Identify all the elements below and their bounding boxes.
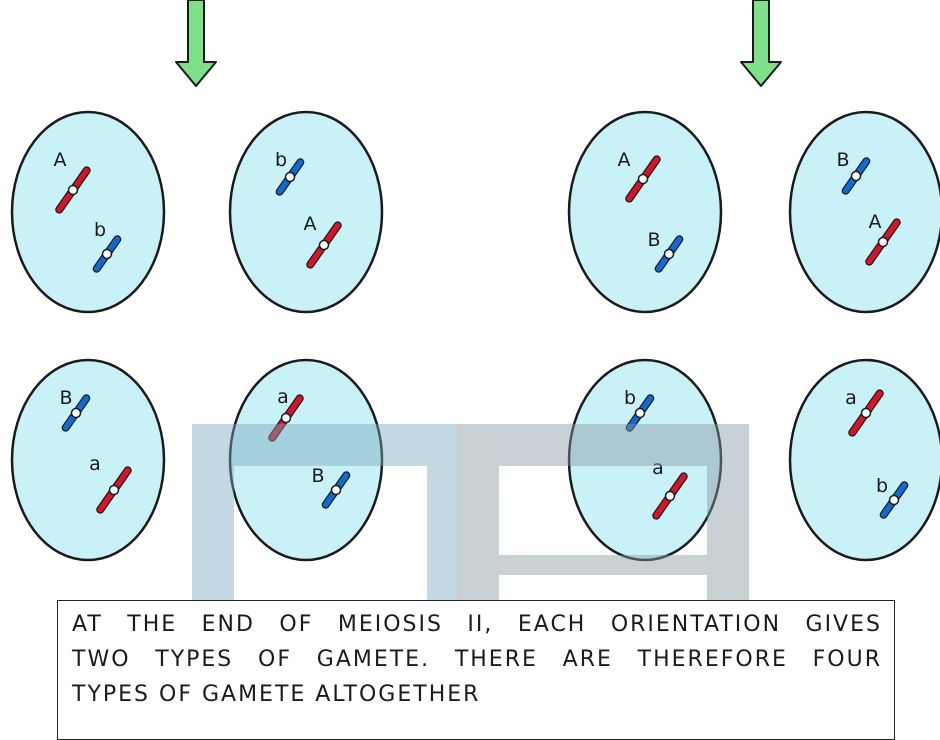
cell-right-top-2: BA xyxy=(788,110,940,314)
centromere xyxy=(318,239,330,251)
centromere xyxy=(663,248,675,260)
allele-label: A xyxy=(869,211,882,233)
allele-label: a xyxy=(845,387,857,409)
allele-label: b xyxy=(94,219,106,241)
allele-label: a xyxy=(89,453,101,475)
caption-line-3: TYPES OF GAMETE ALTOGETHER xyxy=(72,682,481,707)
caption-line-2: TWO TYPES OF GAMETE. THERE ARE THEREFORE FOUR xyxy=(72,642,882,677)
caption-word: OF xyxy=(279,612,314,637)
cell-left-top-2: bA xyxy=(228,110,384,314)
red-chromosome xyxy=(865,218,901,266)
centromere xyxy=(888,494,900,506)
red-chromosome xyxy=(96,466,132,514)
left-orientation-arrow xyxy=(175,0,217,87)
centromere xyxy=(634,407,646,419)
blue-chromosome xyxy=(275,158,305,196)
blue-chromosome xyxy=(321,471,351,509)
blue-chromosome xyxy=(625,394,655,432)
allele-label: A xyxy=(304,213,317,235)
caption-word: GAMETE. xyxy=(316,647,431,672)
cell-membrane xyxy=(228,110,384,314)
caption-word: AT xyxy=(72,612,103,637)
centromere xyxy=(108,484,120,496)
caption-line-1: AT THE END OF MEIOSIS II, EACH ORIENTATION GIVES xyxy=(72,607,882,642)
centromere xyxy=(284,171,296,183)
cell-membrane xyxy=(788,358,940,562)
allele-label: B xyxy=(311,465,324,487)
allele-label: b xyxy=(275,149,287,171)
cell-left-bottom-1: Ba xyxy=(10,358,166,562)
cell-membrane xyxy=(10,110,166,314)
blue-chromosome xyxy=(654,235,684,273)
centromere xyxy=(860,407,872,419)
centromere xyxy=(664,490,676,502)
centromere xyxy=(850,170,862,182)
red-chromosome xyxy=(848,389,884,437)
cell-right-bottom-2: ab xyxy=(788,358,940,562)
caption-word: END xyxy=(201,612,255,637)
blue-chromosome xyxy=(61,394,91,432)
allele-label: B xyxy=(59,387,72,409)
caption-word: MEIOSIS xyxy=(337,612,443,637)
centromere xyxy=(330,484,342,496)
centromere xyxy=(67,184,79,196)
red-chromosome xyxy=(625,155,661,203)
cell-left-top-1: Ab xyxy=(10,110,166,314)
allele-label: b xyxy=(876,475,888,497)
cell-membrane xyxy=(10,358,166,562)
cell-left-bottom-2: aB xyxy=(228,358,384,562)
caption-word: EACH xyxy=(517,612,587,637)
caption-word: TWO xyxy=(72,647,131,672)
caption-word: THERE xyxy=(454,647,538,672)
right-orientation-arrow xyxy=(740,0,782,87)
red-chromosome xyxy=(268,394,304,442)
allele-label: A xyxy=(54,149,67,171)
cell-membrane xyxy=(228,358,384,562)
allele-label: B xyxy=(647,229,660,251)
allele-label: A xyxy=(618,149,631,171)
caption-word: THEREFORE xyxy=(637,647,788,672)
caption-word: ARE xyxy=(562,647,613,672)
red-chromosome xyxy=(55,166,91,214)
blue-chromosome xyxy=(92,235,122,273)
caption-word: ORIENTATION xyxy=(610,612,782,637)
blue-chromosome xyxy=(841,157,871,195)
blue-chromosome xyxy=(879,481,909,519)
caption-word: FOUR xyxy=(812,647,882,672)
caption-word: TYPES xyxy=(155,647,234,672)
cell-membrane xyxy=(788,110,940,314)
cell-right-bottom-1: ba xyxy=(567,358,723,562)
cell-membrane xyxy=(567,358,723,562)
centromere xyxy=(877,236,889,248)
caption-word: THE xyxy=(127,612,178,637)
caption-word: II, xyxy=(467,612,494,637)
allele-label: a xyxy=(277,386,289,408)
allele-label: a xyxy=(652,457,664,479)
centromere xyxy=(280,412,292,424)
allele-label: b xyxy=(624,387,636,409)
cell-right-top-1: AB xyxy=(567,110,723,314)
red-chromosome xyxy=(306,221,342,269)
centromere xyxy=(101,248,113,260)
centromere xyxy=(637,173,649,185)
centromere xyxy=(70,407,82,419)
caption-word: GIVES xyxy=(805,612,882,637)
caption-word: OF xyxy=(258,647,293,672)
cell-membrane xyxy=(567,110,723,314)
allele-label: B xyxy=(836,149,849,171)
red-chromosome xyxy=(652,472,688,520)
